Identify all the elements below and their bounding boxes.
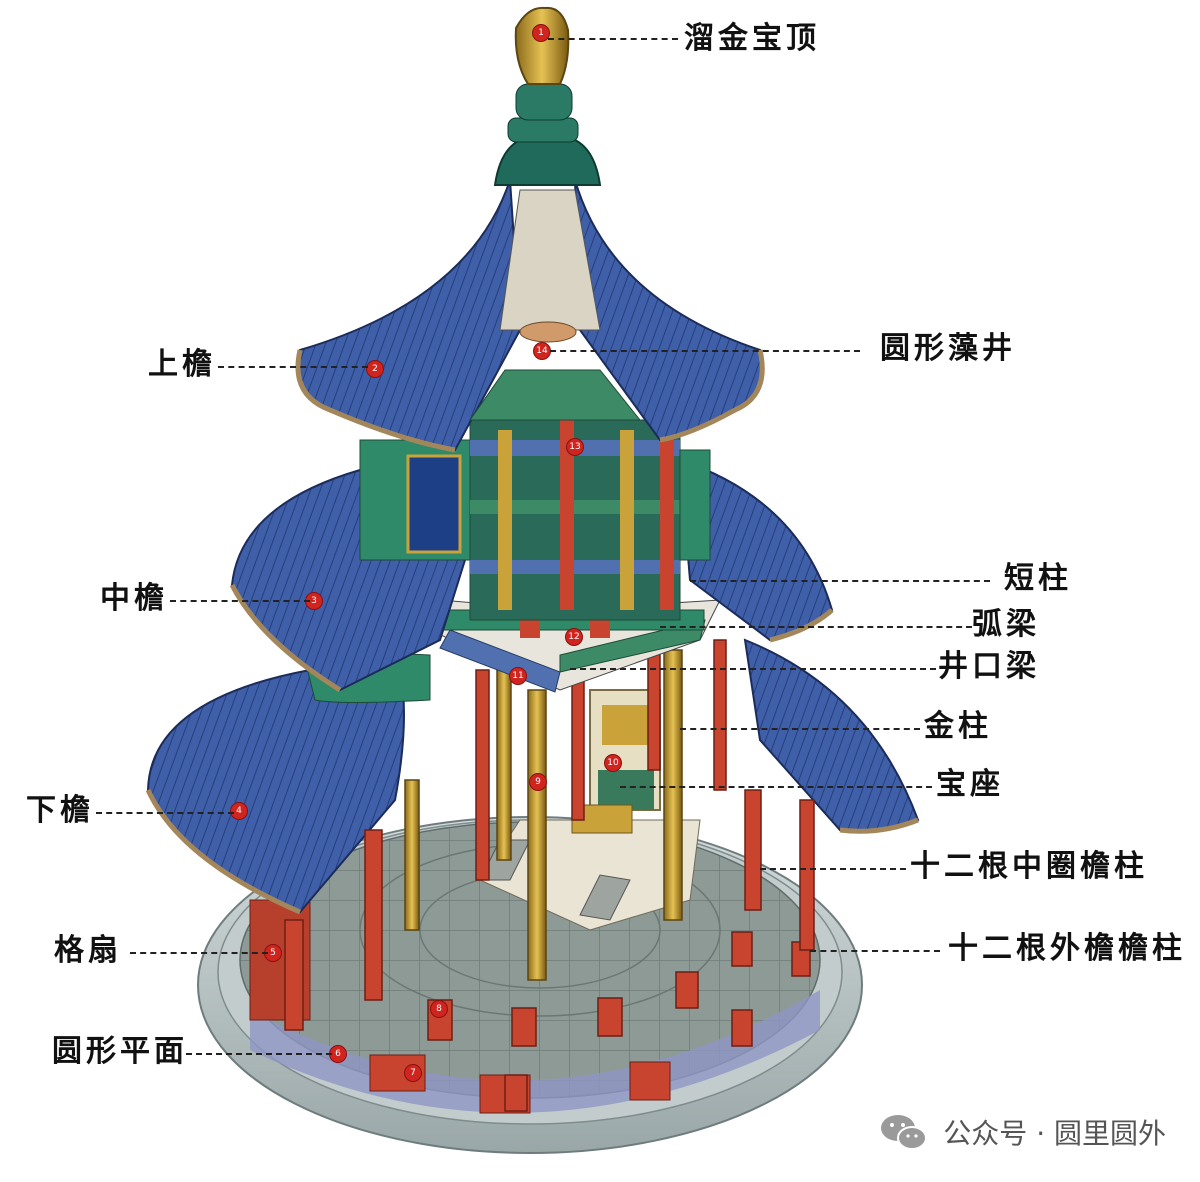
marker-upper-eave: 2 <box>366 360 384 378</box>
label-lower-eave: 下檐 <box>26 793 94 828</box>
upper-tier-body <box>359 419 711 621</box>
marker-arc-beam: 12 <box>565 628 583 646</box>
leader-arc-beam <box>660 626 972 628</box>
label-arc-beam: 弧梁 <box>972 607 1040 642</box>
lower-eave-roof <box>145 638 920 915</box>
marker-lower-eave: 4 <box>230 802 248 820</box>
outer-wall <box>249 899 671 1114</box>
leader-well-beam <box>570 668 936 670</box>
leader-lattice-door <box>130 952 268 954</box>
leader-upper-eave <box>218 366 368 368</box>
leader-throne <box>620 786 932 788</box>
marker-finial: 1 <box>532 24 550 42</box>
gilded-finial <box>493 6 602 186</box>
label-lattice-door: 格扇 <box>54 933 122 968</box>
label-caisson: 圆形藻井 <box>880 331 1016 366</box>
marker-well-beam: 11 <box>509 667 527 685</box>
leader-short-column <box>690 580 990 582</box>
leader-caisson <box>550 350 860 352</box>
leader-lower-eave <box>96 812 234 814</box>
marker-golden-column: 9 <box>529 773 547 791</box>
watermark: 公众号 · 圆里圆外 <box>879 1108 1166 1156</box>
label-throne: 宝座 <box>936 767 1004 802</box>
label-finial: 溜金宝顶 <box>684 21 820 56</box>
label-golden-column: 金柱 <box>924 709 992 744</box>
leader-middle-eave <box>170 600 310 602</box>
marker-upper-columns: 13 <box>566 438 584 456</box>
label-round-plan: 圆形平面 <box>52 1034 188 1069</box>
leader-outer-columns <box>810 950 940 952</box>
marker-outer-wall: 7 <box>404 1064 422 1082</box>
leader-inner-columns <box>760 868 906 870</box>
golden-columns <box>404 649 683 981</box>
leader-round-plan <box>186 1053 332 1055</box>
label-short-column: 短柱 <box>1004 561 1072 596</box>
label-inner-columns: 十二根中圈檐柱 <box>910 849 1148 884</box>
column-stubs <box>427 931 811 1112</box>
label-upper-eave: 上檐 <box>148 347 216 382</box>
wechat-icon <box>881 1115 928 1150</box>
label-outer-columns: 十二根外檐檐柱 <box>948 931 1186 966</box>
label-well-beam: 井口梁 <box>938 649 1040 684</box>
upper-eave-roof <box>295 179 765 453</box>
marker-column-stub: 8 <box>430 1000 448 1018</box>
leader-finial <box>548 38 678 40</box>
marker-throne: 10 <box>604 754 622 772</box>
watermark-text: 公众号 · 圆里圆外 <box>943 1117 1166 1150</box>
leader-golden-column <box>680 728 920 730</box>
marker-caisson: 14 <box>533 342 551 360</box>
label-middle-eave: 中檐 <box>100 581 168 616</box>
